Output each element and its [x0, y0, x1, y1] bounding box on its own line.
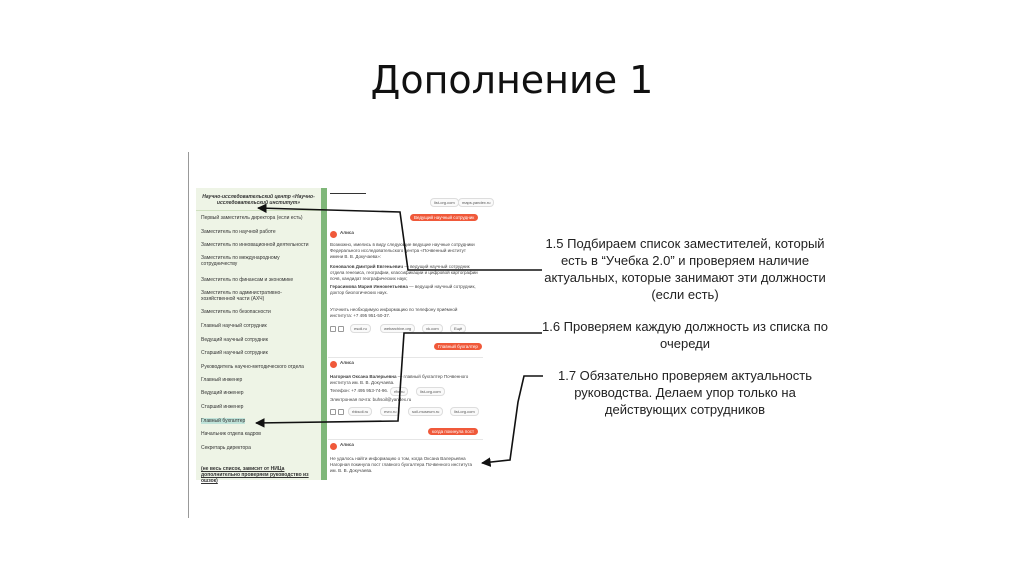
- sidebar-item-innovation-deputy[interactable]: Заместитель по инновационной деятельност…: [201, 242, 315, 248]
- assistant-avatar: [330, 231, 337, 238]
- item-label: Главный инженер: [201, 377, 243, 383]
- item-label: Ведущий научный сотрудник: [201, 337, 268, 343]
- arrow-to-resignation-answer: [481, 375, 543, 467]
- like-icon[interactable]: [330, 326, 336, 332]
- source-chip[interactable]: maps.yandex.ru: [458, 198, 495, 207]
- divider: [328, 357, 483, 358]
- user-request-bubble: Ведущий научный сотрудник: [410, 214, 479, 221]
- source-chip[interactable]: evro.ru: [380, 407, 401, 416]
- person-name: Коновалов Дмитрий Евгеньевич: [330, 264, 404, 269]
- sidebar-item-method-dept-head[interactable]: Руководитель научно-методического отдела: [201, 364, 315, 370]
- user-request-bubble: Главный бухгалтер: [434, 343, 482, 350]
- sidebar-item-hr-head[interactable]: Начальник отдела кадров: [201, 431, 315, 437]
- item-label: Заместитель по административно-хозяйстве…: [201, 290, 282, 302]
- answer-text: Возможно, имелись в виду следующие ведущ…: [330, 242, 475, 259]
- answer-text: Уточнить необходимую информацию по телеф…: [330, 307, 458, 318]
- item-label: Главный научный сотрудник: [201, 323, 267, 329]
- annotation-1-5: 1.5 Подбираем список заместителей, котор…: [544, 236, 826, 302]
- sidebar-item-leading-engineer[interactable]: Ведущий инженер: [201, 390, 315, 396]
- item-label: Первый заместитель директора (если есть): [201, 215, 303, 221]
- source-chip[interactable]: soil-museum.ru: [408, 407, 444, 416]
- item-label: Секретарь директора: [201, 445, 251, 451]
- sidebar-note: (не весь список, зависит от НИЦа дополни…: [201, 466, 309, 484]
- item-label: Старший инженер: [201, 404, 244, 410]
- item-label: Ведущий инженер: [201, 390, 244, 396]
- source-chip[interactable]: esoil.ru: [350, 324, 371, 333]
- assistant-name: Алиса: [340, 230, 354, 235]
- annotation-1-6: 1.6 Проверяем каждую должность из списка…: [541, 319, 828, 351]
- source-chip[interactable]: list-org.com: [416, 387, 445, 396]
- position-list-panel: Научно-исследовательский центр «Научно-и…: [196, 188, 322, 484]
- sidebar-item-science-deputy[interactable]: Заместитель по научной работе: [201, 229, 315, 235]
- assistant-avatar: [330, 443, 337, 450]
- sidebar-item-international-deputy[interactable]: Заместитель по международному сотрудниче…: [201, 255, 315, 267]
- answer-person: Нагорная Оксана Валерьевна — главный бух…: [330, 374, 480, 386]
- sidebar-item-leading-researcher[interactable]: Ведущий научный сотрудник: [201, 337, 315, 343]
- source-chip[interactable]: list-org.com: [450, 407, 479, 416]
- sidebar-item-admin-deputy[interactable]: Заместитель по административно-хозяйстве…: [201, 290, 315, 302]
- person-name: Нагорная Оксана Валерьевна: [330, 374, 397, 379]
- person-name: Герасимова Мария Иннокентьевна: [330, 284, 408, 289]
- sidebar-item-chief-accountant[interactable]: Главный бухгалтер: [201, 418, 315, 424]
- arrow-to-panel-header: [257, 203, 542, 271]
- active-tab-underline: [330, 193, 366, 194]
- panel-accent-bar: [321, 188, 327, 480]
- chat-tabs[interactable]: [330, 187, 490, 194]
- answer-text: Не удалось найти информацию о том, когда…: [330, 456, 472, 473]
- item-label: Заместитель по безопасности: [201, 309, 271, 315]
- sidebar-item-chief-researcher[interactable]: Главный научный сотрудник: [201, 323, 315, 329]
- person-role: — ведущий научный сотрудник, доктор биол…: [330, 284, 476, 295]
- answer-phone: Телефон: +7 495 953-74-96.: [330, 388, 389, 393]
- item-label: Главный бухгалтер: [201, 418, 246, 424]
- dislike-icon[interactable]: [338, 326, 344, 332]
- annotation-1-7: 1.7 Обязательно проверяем актуальность р…: [557, 368, 813, 417]
- item-label: Заместитель по инновационной деятельност…: [201, 242, 309, 248]
- like-icon[interactable]: [330, 409, 336, 415]
- dislike-icon[interactable]: [338, 409, 344, 415]
- item-label: Заместитель по финансам и экономике: [201, 277, 294, 283]
- item-label: Начальник отдела кадров: [201, 431, 261, 437]
- assistant-chat: list-org.com maps.yandex.ru Ведущий науч…: [328, 185, 495, 483]
- assistant-avatar: [330, 361, 337, 368]
- answer-person: Коновалов Дмитрий Евгеньевич — ведущий н…: [330, 264, 480, 282]
- answer-person: Герасимова Мария Иннокентьевна — ведущий…: [330, 284, 480, 296]
- source-chip[interactable]: webarchive.org: [380, 324, 416, 333]
- item-label: Старший научный сотрудник: [201, 350, 268, 356]
- sidebar-item-senior-engineer[interactable]: Старший инженер: [201, 404, 315, 410]
- user-request-bubble: когда покинула пост: [428, 428, 479, 435]
- screenshot-left-edge: [188, 152, 189, 518]
- sidebar-item-first-deputy[interactable]: Первый заместитель директора (если есть): [201, 215, 315, 221]
- sidebar-item-director-secretary[interactable]: Секретарь директора: [201, 445, 315, 451]
- source-chip[interactable]: rbksoil.ru: [348, 407, 373, 416]
- sidebar-item-chief-engineer[interactable]: Главный инженер: [201, 377, 315, 383]
- item-label: Заместитель по международному сотрудниче…: [201, 255, 280, 267]
- assistant-name: Алиса: [340, 360, 354, 365]
- divider: [328, 439, 483, 440]
- item-label: Руководитель научно-методического отдела: [201, 364, 304, 370]
- sidebar-item-finance-deputy[interactable]: Заместитель по финансам и экономике: [201, 277, 315, 283]
- item-label: Заместитель по научной работе: [201, 229, 276, 235]
- answer-email: Электронная почта: buhsoil@yandex.ru: [330, 397, 412, 402]
- sidebar-item-security-deputy[interactable]: Заместитель по безопасности: [201, 309, 315, 315]
- arrow-to-chief-accountant: [255, 332, 542, 428]
- slide-title: Дополнение 1: [370, 58, 654, 102]
- assistant-name: Алиса: [340, 442, 354, 447]
- person-role: — ведущий научный сотрудник отдела генез…: [330, 264, 478, 281]
- sidebar-item-senior-researcher[interactable]: Старший научный сотрудник: [201, 350, 315, 356]
- person-role: — главный бухгалтер Почвенного института…: [330, 374, 469, 385]
